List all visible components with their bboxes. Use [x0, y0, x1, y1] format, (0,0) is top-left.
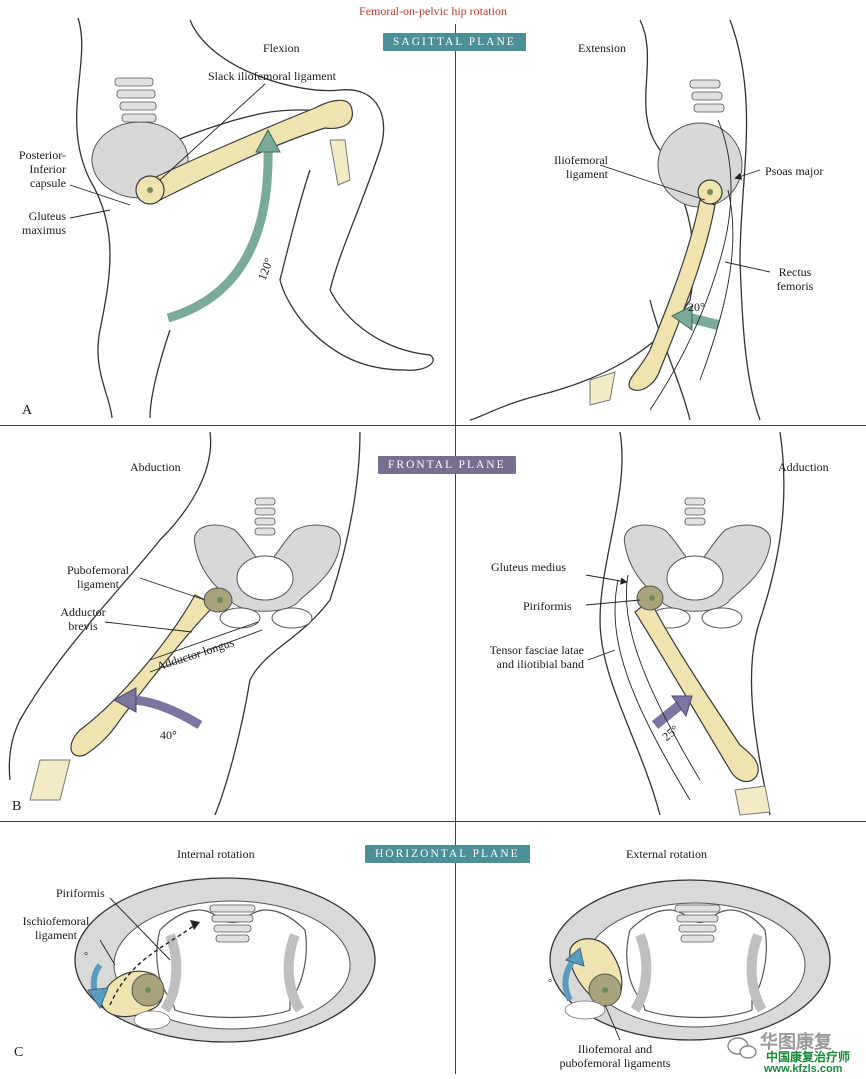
ischiofemoral-label: Ischiofemoral ligament	[22, 914, 90, 942]
adduction-body-outline	[599, 431, 785, 816]
flexion-femur	[135, 99, 353, 205]
external-rotation-heading: External rotation	[626, 847, 707, 861]
rectus-femoris-label: Rectus femoris	[776, 265, 814, 293]
internal-leader-lines	[99, 897, 171, 966]
external-angle: °	[548, 978, 552, 989]
abduction-pelvis	[193, 497, 341, 629]
divider-vertical	[455, 24, 456, 1074]
adduction-femur	[634, 585, 771, 816]
adduction-pelvis	[623, 497, 771, 629]
frontal-plane-badge: FRONTAL PLANE	[378, 456, 516, 474]
adduction-arrow	[651, 695, 693, 729]
sagittal-plane-badge: SAGITTAL PLANE	[383, 33, 526, 51]
abduction-heading: Abduction	[130, 460, 181, 474]
extension-angle: 20°	[688, 300, 705, 314]
extension-arrow	[671, 305, 720, 331]
wechat-icon	[727, 1037, 757, 1059]
psoas-major-label: Psoas major	[765, 164, 824, 178]
extension-femur	[589, 179, 723, 406]
abduction-arrow	[112, 687, 203, 729]
iliofemoral-pubofemoral-label: Iliofemoral and pubofemoral ligaments	[559, 1042, 671, 1070]
watermark-url: www.kfzls.com	[764, 1063, 843, 1075]
gluteus-medius-label: Gluteus medius	[491, 560, 566, 574]
divider-a-b	[0, 425, 866, 426]
adduction-heading: Adduction	[778, 460, 829, 474]
flexion-arrow	[166, 128, 281, 323]
figure-title: Femoral-on-pelvic hip rotation	[359, 4, 507, 18]
watermark-brand: 华图康复	[760, 1032, 832, 1052]
slack-iliofemoral-label: Slack iliofemoral ligament	[208, 69, 336, 83]
divider-b-c	[0, 821, 866, 822]
external-leader-lines	[604, 1004, 621, 1041]
internal-rotation-section	[74, 877, 376, 1043]
gluteus-maximus-label: Gluteus maximus	[22, 209, 66, 237]
extension-heading: Extension	[578, 41, 626, 55]
watermark-site-cn: 中国康复治疗师	[766, 1050, 851, 1064]
piriformis-label-horizontal: Piriformis	[56, 886, 105, 900]
adduction-muscle-lines	[585, 574, 701, 801]
abduction-angle: 40°	[160, 728, 177, 742]
abduction-body-outline	[8, 431, 361, 816]
extension-muscle-lines	[599, 119, 771, 411]
adductor-lines	[104, 577, 263, 673]
flexion-heading: Flexion	[263, 41, 300, 55]
extension-body-outline	[469, 19, 761, 421]
flexion-leader-lines	[69, 83, 266, 219]
adductor-brevis-label: Adductor brevis	[60, 605, 106, 633]
iliofemoral-label: Iliofemoral ligament	[554, 153, 608, 181]
abduction-femur	[29, 587, 233, 801]
panel-letter-b: B	[12, 799, 22, 814]
pubofemoral-label: Pubofemoral ligament	[67, 563, 129, 591]
panel-letter-c: C	[14, 1045, 24, 1060]
external-rotation-section	[549, 879, 831, 1041]
posterior-capsule-label: Posterior- Inferior capsule	[18, 148, 66, 190]
internal-rotation-heading: Internal rotation	[177, 847, 255, 861]
piriformis-label-frontal: Piriformis	[523, 599, 572, 613]
tensor-fasciae-label: Tensor fasciae latae and iliotibial band	[489, 643, 584, 671]
internal-angle: °	[84, 951, 88, 962]
horizontal-plane-badge: HORIZONTAL PLANE	[365, 845, 530, 863]
panel-letter-a: A	[22, 403, 33, 418]
